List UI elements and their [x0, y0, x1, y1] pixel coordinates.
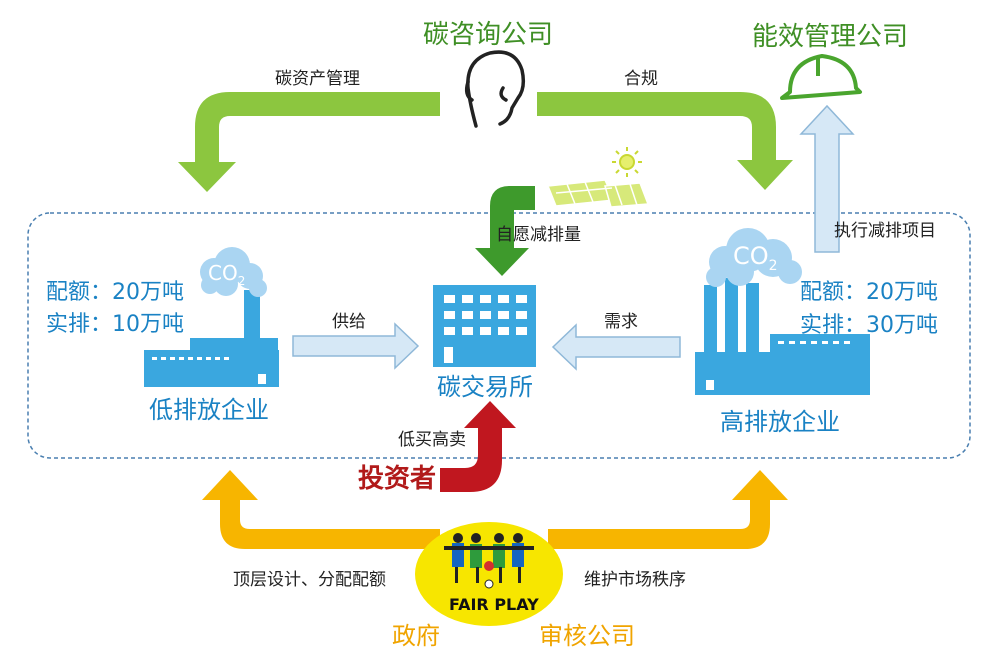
consulting-title: 碳咨询公司 — [423, 20, 554, 50]
high-emitter-name: 高排放企业 — [720, 408, 840, 436]
exchange-building-icon — [433, 285, 536, 367]
demand-label: 需求 — [604, 312, 638, 332]
fair-play-text: FAIR PLAY — [449, 595, 539, 614]
maintain-label: 维护市场秩序 — [584, 570, 686, 590]
buy-low-label: 低买高卖 — [398, 430, 466, 450]
audit-label: 审核公司 — [539, 622, 635, 650]
execute-project-arrow — [799, 104, 855, 253]
execute-label: 执行减排项目 — [834, 221, 936, 241]
voluntary-label: 自愿减排量 — [496, 225, 581, 245]
compliance-arrow — [537, 92, 793, 190]
low-emitter-name: 低排放企业 — [149, 396, 269, 424]
fair-play-icon — [415, 522, 563, 626]
energy-mgmt-title: 能效管理公司 — [752, 22, 909, 52]
government-arrow — [202, 470, 440, 549]
factory-icon-high — [695, 278, 870, 395]
hard-hat-icon — [780, 54, 862, 100]
government-label: 政府 — [392, 622, 440, 650]
low-quota: 配额：20万吨 — [46, 280, 184, 305]
factory-icon — [144, 290, 279, 387]
sun-icon — [612, 147, 642, 177]
supply-label: 供给 — [332, 312, 366, 332]
audit-arrow — [548, 470, 788, 549]
high-actual: 实排：30万吨 — [800, 313, 938, 338]
person-head-icon — [464, 50, 526, 128]
investor-label: 投资者 — [358, 464, 437, 494]
voluntary-arrow — [475, 186, 535, 276]
co2-cloud-icon-high — [706, 228, 802, 287]
low-actual: 实排：10万吨 — [46, 312, 184, 337]
solar-panel-icon — [546, 179, 650, 208]
high-quota: 配额：20万吨 — [800, 280, 938, 305]
asset-mgmt-label: 碳资产管理 — [275, 69, 360, 89]
co2-label-low: CO2 — [208, 261, 246, 288]
demand-arrow — [551, 323, 681, 371]
co2-label-high: CO2 — [733, 242, 778, 274]
top-design-label: 顶层设计、分配配额 — [233, 570, 386, 590]
investor-arrow — [440, 401, 516, 492]
exchange-name: 碳交易所 — [437, 373, 533, 401]
supply-arrow — [292, 322, 420, 370]
asset-mgmt-arrow — [178, 92, 440, 192]
co2-cloud-icon — [200, 247, 267, 297]
compliance-label: 合规 — [624, 69, 658, 89]
